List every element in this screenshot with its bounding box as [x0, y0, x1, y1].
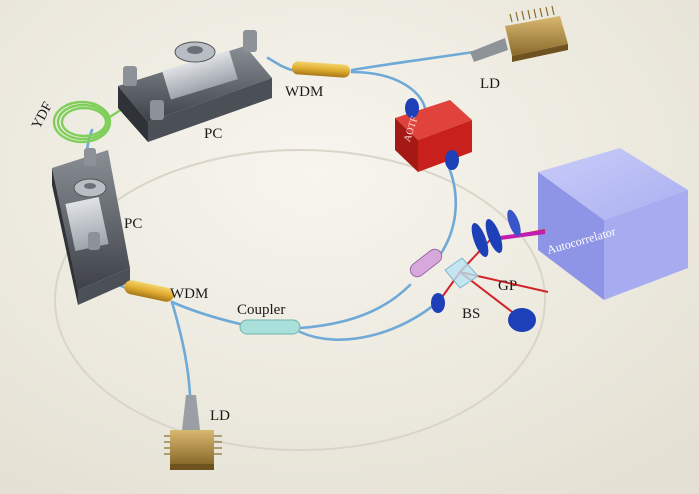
wdm-top	[291, 61, 350, 78]
label-gp: GP	[498, 278, 517, 294]
fiber-pc-to-wdm	[266, 56, 294, 72]
isolator	[409, 248, 443, 278]
fiber-top-wdm-to-aotf	[350, 70, 427, 110]
label-wdm-top: WDM	[285, 84, 323, 100]
laser-diode-icon	[470, 5, 568, 62]
grating-pair-icon	[471, 209, 521, 258]
beam-splitter-icon	[444, 257, 479, 289]
label-pc-top: PC	[204, 126, 222, 142]
autocorrelator	[538, 148, 688, 300]
ring-shadow	[54, 149, 546, 451]
fiber-coupler-to-wdm	[170, 300, 242, 326]
beam-gp-segment	[499, 230, 546, 240]
lens-icon	[508, 308, 536, 332]
lens-icon	[445, 150, 459, 170]
label-bs: BS	[462, 306, 480, 322]
laser-diode-icon	[164, 395, 222, 470]
label-coupler: Coupler	[237, 302, 285, 318]
polarization-controller-icon	[52, 148, 130, 305]
label-ld-top: LD	[480, 76, 500, 92]
label-wdm-bottom: WDM	[170, 286, 208, 302]
aotf	[395, 100, 472, 172]
fiber-ld-bottom	[170, 300, 192, 397]
coupler	[239, 319, 301, 335]
polarization-controller-icon	[118, 30, 272, 142]
lens-icon	[405, 98, 419, 118]
wdm-bottom	[124, 280, 174, 302]
lens-icon	[431, 293, 445, 313]
fiber-isolator-to-coupler	[298, 283, 412, 330]
fiber-coupler-output	[298, 298, 442, 341]
label-pc-left: PC	[124, 216, 142, 232]
label-ld-bottom: LD	[210, 408, 230, 424]
